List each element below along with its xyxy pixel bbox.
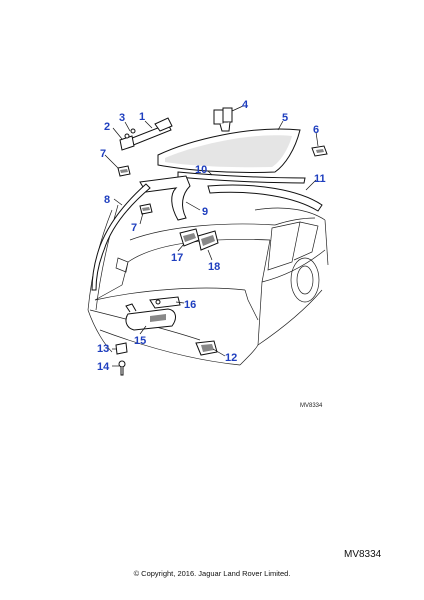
callout-7b: 7 xyxy=(131,222,137,234)
lamp-part-17 xyxy=(179,228,200,247)
visor-hook-part-13 xyxy=(115,342,128,355)
clip-part-7-lower xyxy=(139,203,153,215)
leader-lines xyxy=(104,105,319,367)
callout-17: 17 xyxy=(171,252,183,264)
callout-15: 15 xyxy=(134,335,146,347)
callout-10: 10 xyxy=(195,164,207,176)
callout-12: 12 xyxy=(225,352,237,364)
callout-11: 11 xyxy=(314,173,326,185)
callout-16: 16 xyxy=(184,299,196,311)
callout-2: 2 xyxy=(104,121,110,133)
handle-base-part-12 xyxy=(195,340,218,356)
callout-5: 5 xyxy=(282,112,288,124)
callout-8: 8 xyxy=(104,194,110,206)
bracket-part-4 xyxy=(213,107,233,132)
seal-strip-part-10 xyxy=(177,171,306,184)
rail-assembly-part-1 xyxy=(119,117,173,151)
callout-3: 3 xyxy=(119,112,125,124)
callout-14: 14 xyxy=(97,361,110,373)
sun-visor-part-15 xyxy=(125,303,176,331)
sunroof-glass-panel xyxy=(157,128,301,174)
callout-6: 6 xyxy=(313,124,319,136)
callout-4: 4 xyxy=(242,99,249,111)
callout-13: 13 xyxy=(97,343,109,355)
screw-part-14 xyxy=(118,360,126,376)
visor-bracket-part-16 xyxy=(149,296,181,309)
copyright-notice: © Copyright, 2016. Jaguar Land Rover Lim… xyxy=(133,569,291,578)
clip-part-7-upper xyxy=(117,165,131,177)
diagram-reference: MV8334 xyxy=(344,549,382,560)
pillar-trim-part-9 xyxy=(139,175,191,221)
callouts: 1 2 3 4 5 6 7 7 8 9 10 11 12 13 14 15 16… xyxy=(97,99,326,373)
clip-part-6 xyxy=(311,145,328,157)
lamp-part-18 xyxy=(197,230,219,251)
callout-18: 18 xyxy=(208,261,220,273)
callout-9: 9 xyxy=(202,206,208,218)
car-outline xyxy=(87,204,329,366)
callout-1: 1 xyxy=(139,111,145,123)
diagram-reference-small: MV8334 xyxy=(300,403,323,409)
callout-7a: 7 xyxy=(100,148,106,160)
trim-rail-part-11 xyxy=(207,184,323,212)
pillar-trim-part-8 xyxy=(91,183,151,291)
